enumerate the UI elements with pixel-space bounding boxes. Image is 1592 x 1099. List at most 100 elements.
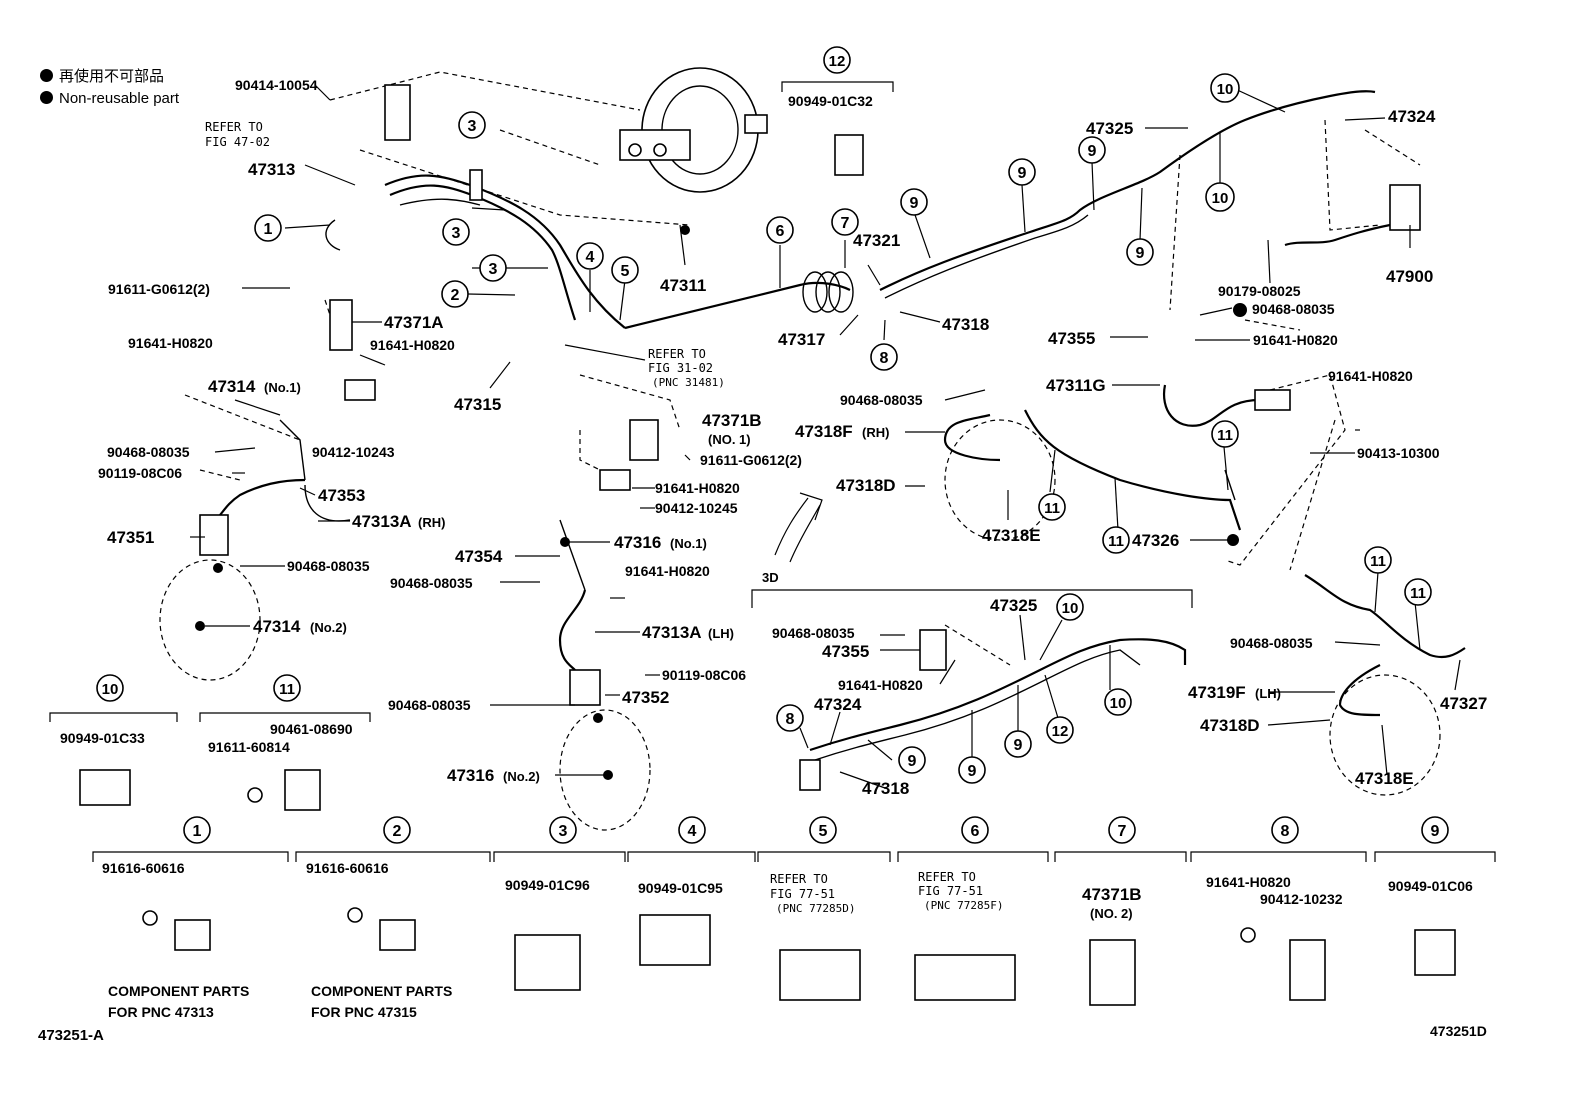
box-callout-1: 1 [193,823,202,840]
callout-9c: 9 [1088,143,1097,160]
label-box4-part: 90949-01C95 [638,880,723,896]
label-91641-h0820-b: 91641-H0820 [370,337,455,353]
label-47355-a: 47355 [1048,329,1095,348]
label-47317: 47317 [778,330,825,349]
label-90468-08035-h: 90468-08035 [1230,635,1313,651]
label-47313: 47313 [248,160,295,179]
right-rear-brake-assembly [943,184,1421,541]
label-90412-10243: 90412-10243 [312,444,395,460]
label-91641-h0820-f: 91641-H0820 [1328,368,1413,384]
box-callout-2: 2 [393,823,402,840]
label-90468-08035-e: 90468-08035 [1252,301,1335,317]
label-box2-note-b: FOR PNC 47315 [311,1004,417,1020]
label-47371a: 47371A [384,313,444,332]
label-47316-no1: 47316 [614,533,661,552]
label-47318-b: 47318 [862,779,909,798]
label-lh-a: (LH) [708,626,734,641]
callout-9g: 9 [908,753,917,770]
label-refer-4702-a: REFER TO [205,120,263,134]
label-box1-note-b: FOR PNC 47313 [108,1004,214,1020]
label-47314-no2: 47314 [253,617,301,636]
callout-2: 2 [451,287,460,304]
view-3d-arrow [774,492,823,563]
label-47353: 47353 [318,486,365,505]
label-box5-b: FIG 77-51 [770,887,835,901]
non-reusable-dot-icon [40,91,53,104]
label-box11-part-b: 91611-60814 [208,739,290,755]
component-box-brackets [49,712,1496,862]
brake-booster-drawing [619,67,768,193]
label-refer-3102-b: FIG 31-02 [648,361,713,375]
non-reusable-dot-icon [40,69,53,82]
label-refer-3102-c: (PNC 31481) [652,376,725,389]
label-47318e-a: 47318E [982,526,1041,545]
label-box1-part: 91616-60616 [102,860,185,876]
reference-dashed-lines [184,71,1421,666]
callout-9b: 9 [1018,165,1027,182]
label-91641-h0820-c: 91641-H0820 [655,480,740,496]
front-brake-pipes [384,90,1376,330]
callout-12a: 12 [829,53,846,70]
label-91641-h0820-a: 91641-H0820 [128,335,213,351]
callout-11d: 11 [1370,553,1386,570]
label-rh-a: (RH) [418,515,445,530]
label-47318-a: 47318 [942,315,989,334]
label-47324-a: 47324 [1388,107,1436,126]
label-90468-08035-b: 90468-08035 [287,558,370,574]
legend-row-jp: 再使用不可部品 [40,66,179,88]
label-90119-08c06-a: 90119-08C06 [98,465,182,481]
label-91641-h0820-g: 91641-H0820 [838,677,923,693]
label-47900: 47900 [1386,267,1433,286]
label-refer-3102-a: REFER TO [648,347,706,361]
label-box8-part-b: 90412-10232 [1260,891,1343,907]
legend-jp-text: 再使用不可部品 [59,68,165,85]
label-47319f-lh: 47319F [1188,683,1246,702]
label-box5-c: (PNC 77285D) [776,902,855,915]
label-47324-b: 47324 [814,695,862,714]
callout-11c: 11 [1108,533,1124,550]
callout-3a: 3 [468,118,477,135]
label-90413-10300: 90413-10300 [1357,445,1440,461]
box-callout-8: 8 [1281,823,1290,840]
label-box10-part: 90949-01C33 [60,730,145,746]
box-callout-11: 11 [279,681,295,698]
callout-10d: 10 [1110,695,1127,712]
label-no2-b: (No.2) [503,769,540,784]
view-3d-pipes [799,629,1187,791]
callout-3c: 3 [489,261,498,278]
label-no1-a: (No.1) [264,380,301,395]
callout-11a: 11 [1217,427,1233,444]
callout-3b: 3 [452,225,461,242]
callout-7: 7 [841,215,850,232]
box-callout-9: 9 [1431,823,1440,840]
label-47316-no2: 47316 [447,766,494,785]
upper-clips [384,84,864,201]
label-91641-h0820-d: 91641-H0820 [625,563,710,579]
label-refer-4702-b: FIG 47-02 [205,135,270,149]
callout-9d: 9 [1136,245,1145,262]
label-47318f-rh: 47318F [795,422,853,441]
callout-9e: 9 [1014,737,1023,754]
label-91611-g0612-a: 91611-G0612(2) [108,281,210,297]
box-callout-5: 5 [819,823,828,840]
label-box1-note-a: COMPONENT PARTS [108,983,249,999]
label-box5-a: REFER TO [770,872,828,886]
legend-en-text: Non-reusable part [59,90,180,107]
label-90414-10054: 90414-10054 [235,77,318,93]
footer-right-code: 473251D [1430,1023,1487,1039]
left-front-brake-assembly [159,219,376,681]
label-box2-note-a: COMPONENT PARTS [311,983,452,999]
callout-6: 6 [776,223,785,240]
label-rh-b: (RH) [862,425,889,440]
label-47354: 47354 [455,547,503,566]
label-90468-08035-a: 90468-08035 [107,444,190,460]
box-callout-4: 4 [688,823,697,840]
label-47315: 47315 [454,395,501,414]
view-3d-bracket [751,589,1193,608]
component-part-drawings [79,769,1456,1006]
callout-5: 5 [621,263,630,280]
label-47314-no1: 47314 [208,377,256,396]
part-number-labels: 90414-10054 REFER TO FIG 47-02 47313 916… [38,77,1487,1044]
label-90949-01c32: 90949-01C32 [788,93,873,109]
